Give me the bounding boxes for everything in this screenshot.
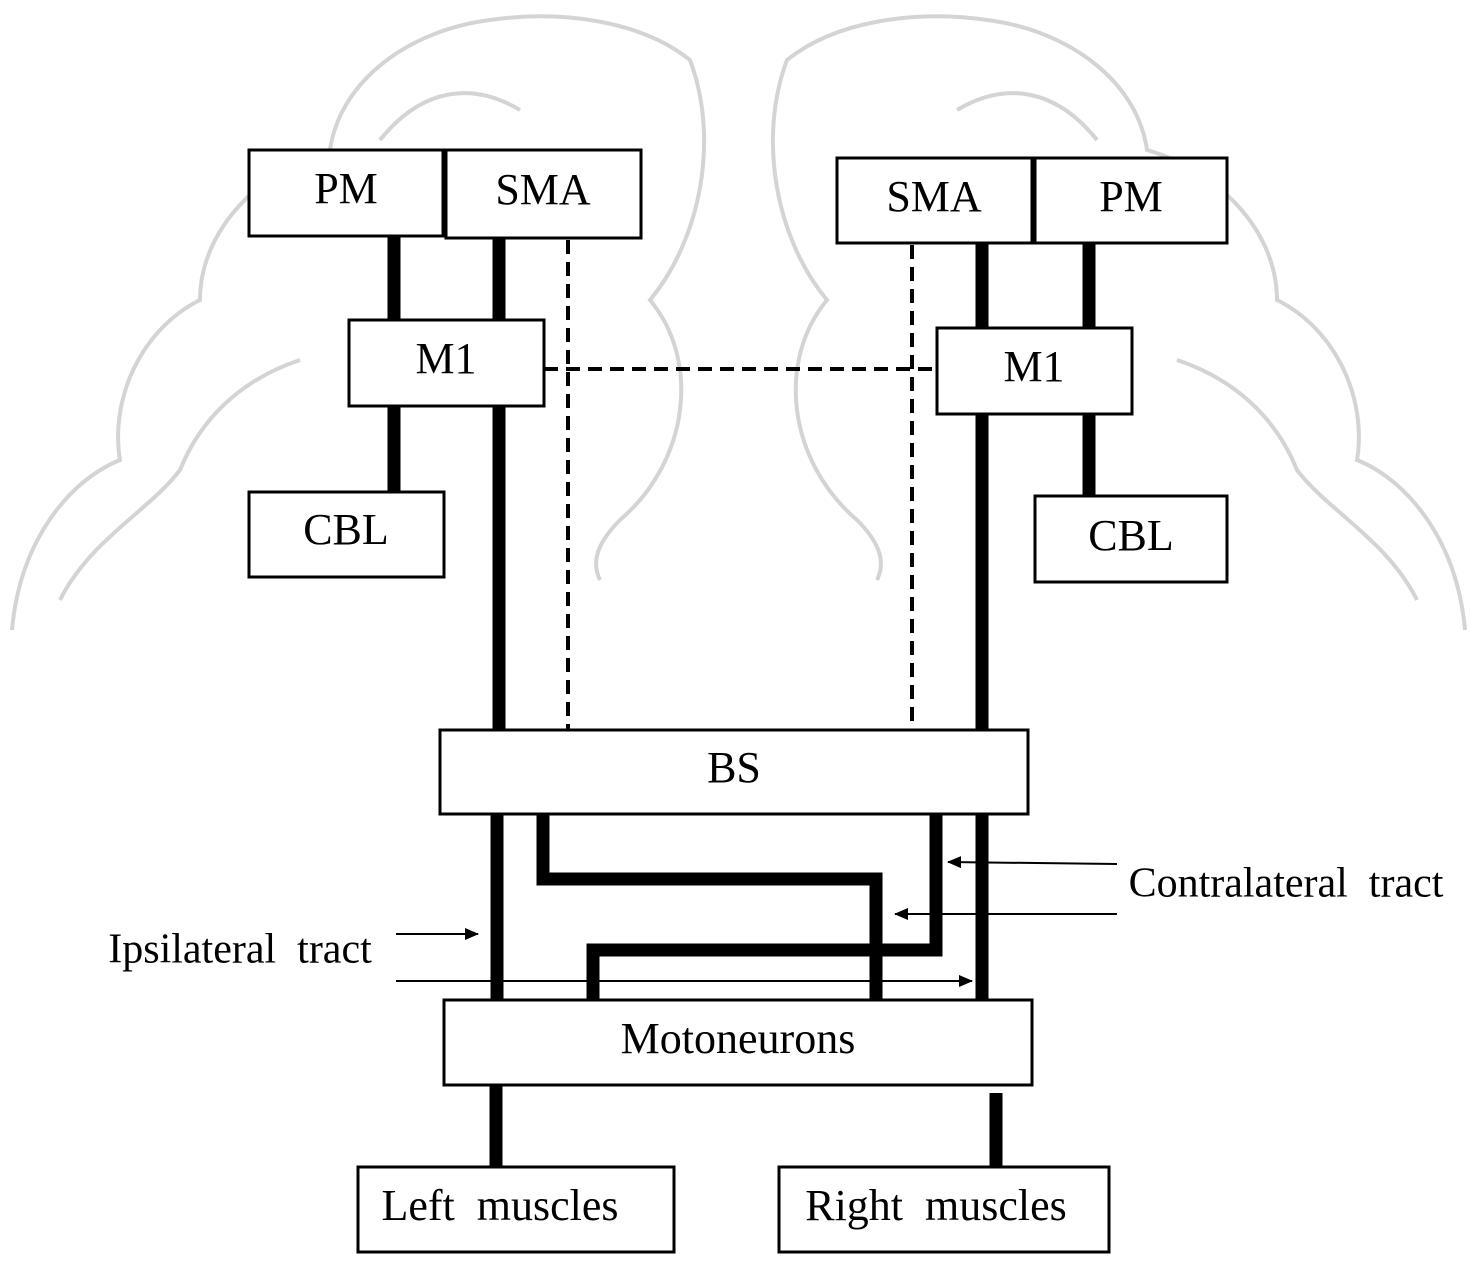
right-cbl-box: CBL (1033, 494, 1229, 584)
brain-outline-background (10, 14, 1467, 631)
label-arrows (396, 856, 1118, 987)
left-pm-box: PM (247, 148, 445, 238)
right-pm-box: PM (1033, 156, 1229, 245)
ipsilateral-tract-label: Ipsilateral tract (108, 927, 372, 973)
left-muscles-label: Left muscles (381, 1181, 618, 1230)
motoneuron-to-muscle-connections (489, 1085, 1003, 1167)
motoneurons-label: Motoneurons (621, 1014, 856, 1063)
bs-label: BS (707, 743, 761, 792)
bs-box: BS (438, 728, 1030, 816)
left-cbl-label: CBL (303, 505, 389, 554)
right-m1-label: M1 (1003, 342, 1064, 391)
contralateral-tract-label: Contralateral tract (1129, 861, 1444, 907)
right-cbl-label: CBL (1088, 511, 1174, 560)
right-hemisphere-solid-connections (975, 243, 1096, 730)
left-sma-box: SMA (444, 148, 643, 240)
right-sma-label: SMA (886, 172, 982, 221)
right-sma-box: SMA (835, 156, 1034, 245)
dashed-connections (544, 240, 937, 730)
right-muscles-label: Right muscles (805, 1181, 1067, 1230)
motoneurons-box: Motoneurons (442, 998, 1034, 1087)
left-cbl-box: CBL (247, 490, 446, 579)
left-m1-box: M1 (347, 318, 546, 408)
brainstem-to-motoneuron-tracts (490, 814, 989, 1000)
right-muscles-box: Right muscles (777, 1165, 1111, 1254)
left-hemisphere-solid-connections (387, 236, 506, 730)
left-muscles-box: Left muscles (356, 1165, 676, 1254)
left-pm-label: PM (314, 164, 378, 213)
right-pm-label: PM (1099, 172, 1163, 221)
right-m1-box: M1 (935, 326, 1134, 416)
left-sma-label: SMA (495, 165, 591, 214)
left-m1-label: M1 (415, 334, 476, 383)
contralateral-arrow-upper (947, 856, 1118, 869)
